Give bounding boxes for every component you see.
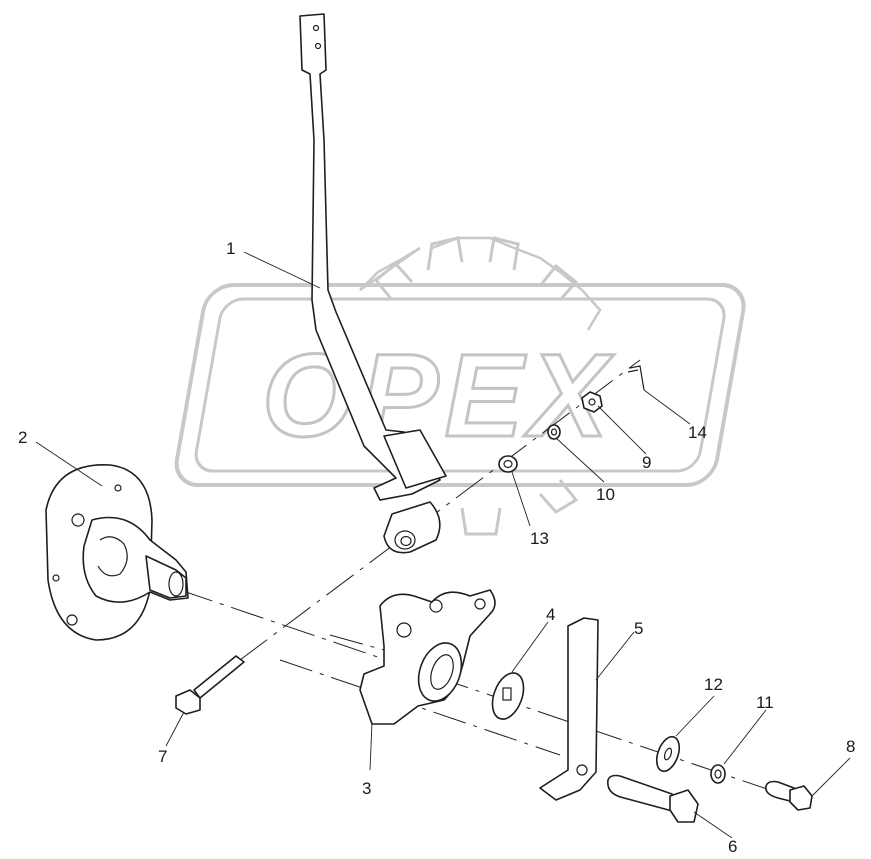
watermark-logo: OPEX: [174, 236, 746, 536]
callout-4: 4: [546, 605, 555, 624]
part-12-flat-washer: [655, 735, 681, 773]
part-11-lock-washer: [710, 764, 726, 784]
axis-lever-link: [239, 359, 641, 661]
watermark-frame-outer: [174, 283, 746, 487]
part-6-bolt: [607, 774, 699, 823]
part-1-pedal-lever: [299, 13, 447, 554]
callout-8: 8: [846, 737, 855, 756]
callout-2: 2: [18, 428, 27, 447]
part-4-keyed-washer: [491, 672, 525, 720]
part-5-l-bracket: [539, 617, 599, 801]
part-13-washer: [498, 455, 518, 473]
callout-5: 5: [634, 619, 643, 638]
callout-3: 3: [362, 779, 371, 798]
part-9-nut: [581, 391, 603, 413]
part-2-brake-valve: [45, 464, 189, 641]
callout-labels: 1 2 3 4 5 6 7 8 9 10 11 12 13 14: [18, 239, 855, 856]
callout-13: 13: [530, 529, 549, 548]
callout-11: 11: [756, 693, 774, 712]
leader-lines: [35, 251, 851, 839]
part-14-cotter-pin: [627, 365, 645, 391]
callout-1: 1: [226, 239, 235, 258]
watermark-gear-teeth: [373, 236, 579, 536]
callout-10: 10: [596, 485, 615, 504]
callout-6: 6: [728, 837, 737, 856]
callout-12: 12: [704, 675, 723, 694]
watermark-gear: [359, 236, 602, 331]
part-8-short-bolt: [764, 780, 813, 811]
part-3-arm-bracket: [359, 589, 496, 725]
part-10-washer: [547, 424, 561, 440]
callout-7: 7: [158, 747, 167, 766]
watermark-frame-inner: [194, 297, 726, 473]
callout-9: 9: [642, 453, 651, 472]
watermark-text: OPEX: [262, 330, 614, 462]
axis-bolt: [279, 659, 561, 756]
part-7-long-bolt: [175, 655, 245, 715]
callout-14: 14: [688, 423, 707, 442]
